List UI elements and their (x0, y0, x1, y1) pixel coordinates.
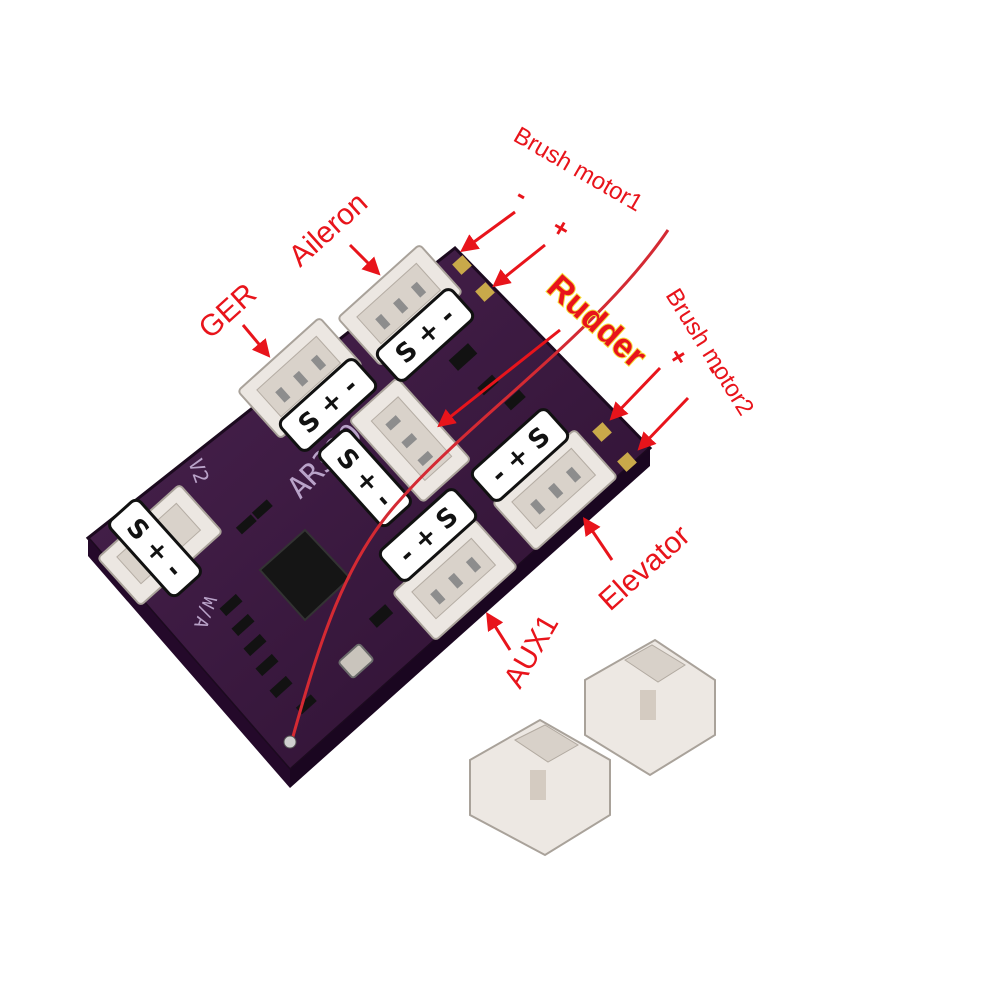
aux1-arrow (486, 611, 512, 651)
elevator-label: Elevator (593, 519, 697, 617)
brush-motor1-label: Brush motor1 (509, 122, 647, 217)
brush-motor1-plus-label: + (547, 211, 575, 245)
aileron-label: Aileron (283, 186, 374, 273)
loose-plug-1 (584, 638, 716, 777)
aux1-connector (393, 520, 517, 640)
callout-arrows (241, 210, 690, 651)
crystal-component (338, 643, 374, 679)
aileron-arrow (348, 243, 381, 276)
brush-motor2-plus-arrow (609, 366, 662, 421)
rudder-arrow (437, 328, 561, 428)
elevator-connector (493, 430, 617, 550)
brush-motor1-minus-arrow (460, 210, 516, 253)
brush-motor2-plus-label: + (662, 342, 695, 371)
main-chip (258, 528, 352, 622)
aux1-label: AUX1 (497, 609, 565, 693)
rudder-connector (350, 378, 470, 502)
brush-motor1-plus-arrow (492, 243, 546, 288)
brush-motor1-minus-label: - (511, 179, 534, 209)
gear-arrow (241, 324, 271, 358)
elevator-arrow (582, 517, 614, 561)
antenna-base (283, 735, 297, 749)
brush-motor2-minus-arrow (637, 396, 690, 451)
antenna-wire (290, 229, 670, 741)
gold-pads (452, 255, 637, 472)
loose-plug-2 (469, 718, 611, 857)
